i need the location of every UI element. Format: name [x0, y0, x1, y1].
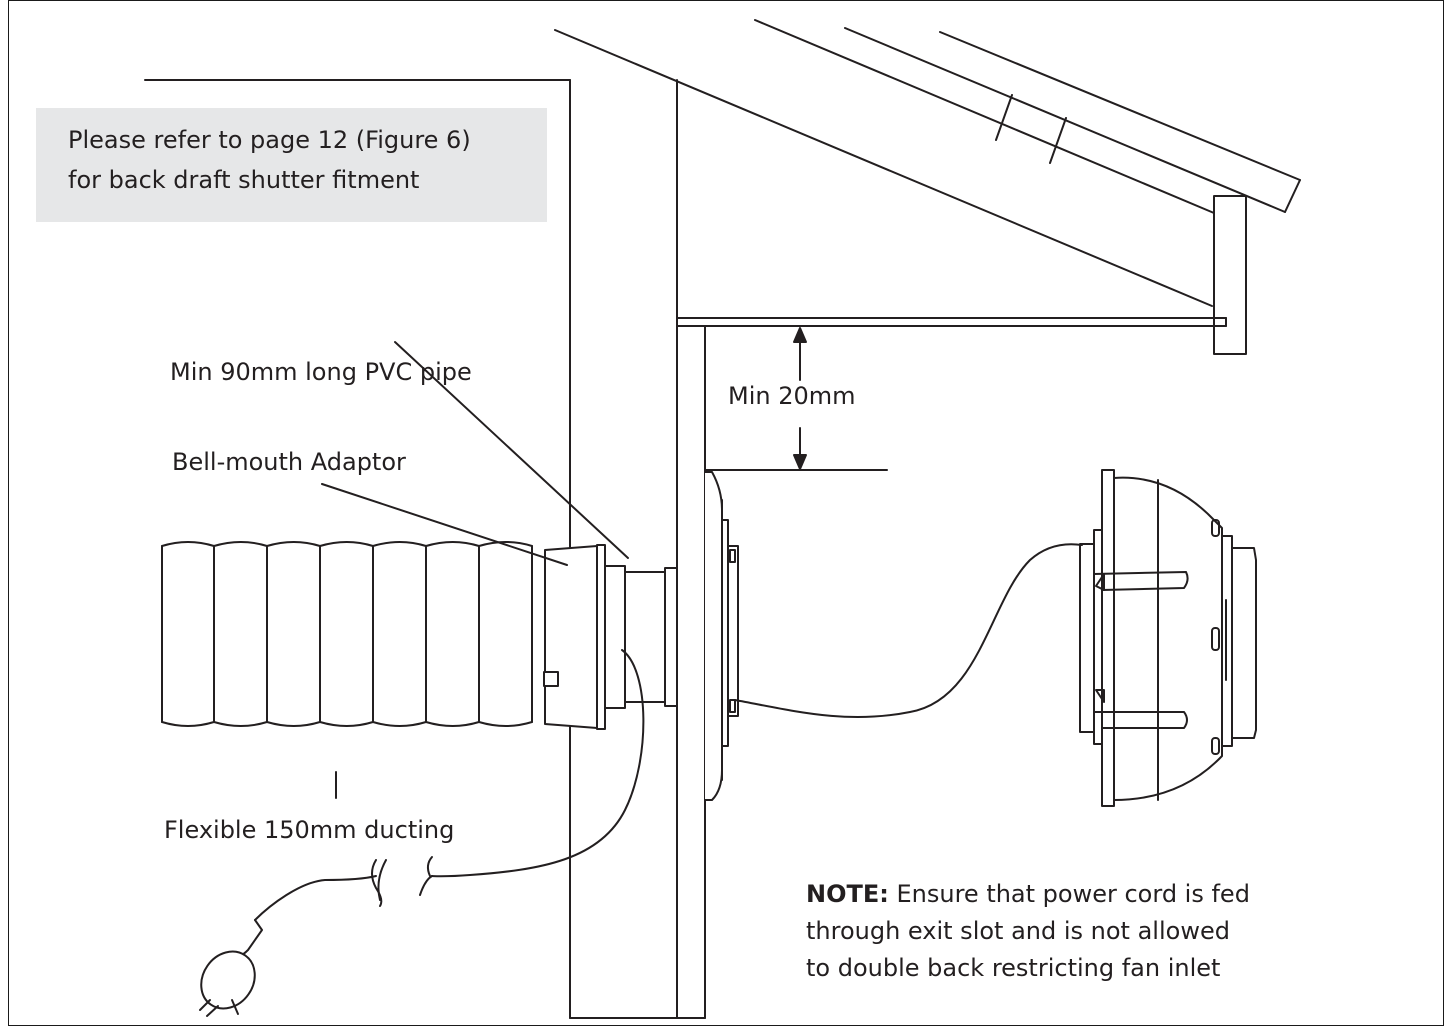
power-note-heading: NOTE:	[806, 880, 889, 908]
plug-icon	[199, 919, 263, 1017]
arrow-up-icon	[793, 327, 807, 343]
leader-pvc-pipe	[394, 341, 629, 559]
figure-frame	[8, 0, 1444, 1026]
fan-cord	[734, 543, 1083, 719]
mounting-plate	[704, 471, 739, 801]
roof-rafters	[554, 19, 1301, 307]
reference-note-line-2: for back draft shutter fitment	[68, 166, 420, 194]
pvc-pipe-label: Min 90mm long PVC pipe	[170, 358, 472, 386]
soffit-board	[676, 317, 1227, 327]
flexible-ducting	[161, 541, 533, 727]
fascia-board	[1213, 195, 1247, 355]
power-cord	[254, 649, 645, 921]
ducting-label: Flexible 150mm ducting	[164, 816, 455, 844]
bell-mouth-label: Bell-mouth Adaptor	[172, 448, 406, 476]
arrow-down-icon	[793, 454, 807, 470]
leader-bell-mouth	[321, 483, 568, 566]
power-cord-note: NOTE: Ensure that power cord is fed thro…	[806, 876, 1326, 987]
power-note-line-3: to double back restricting fan inlet	[806, 954, 1221, 982]
power-note-text-1: Ensure that power cord is fed	[888, 880, 1250, 908]
bell-mouth-adaptor	[543, 544, 606, 730]
reference-note-line-1: Please refer to page 12 (Figure 6)	[68, 126, 471, 154]
inline-fan-unit	[1079, 469, 1257, 807]
clearance-dimension	[704, 327, 888, 471]
power-note-line-2: through exit slot and is not allowed	[806, 917, 1230, 945]
power-note-line-1: NOTE: Ensure that power cord is fed	[806, 876, 1326, 913]
reference-note-box	[36, 108, 547, 222]
clearance-label: Min 20mm	[728, 382, 856, 410]
pvc-pipe	[604, 565, 678, 709]
